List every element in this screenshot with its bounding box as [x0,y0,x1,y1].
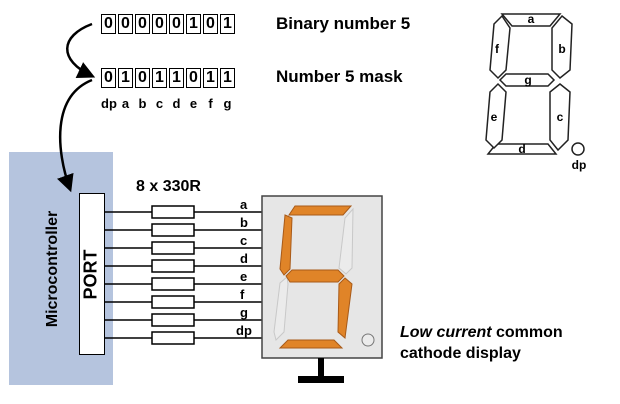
resistor [151,313,195,327]
wire-label-d: d [240,251,248,266]
ref-letter-d: d [518,142,525,156]
big-decimal-point [361,333,375,347]
binary-bit: 0 [101,14,116,34]
resistor [151,331,195,345]
ref-letter-b: b [558,42,565,56]
ref-segment-b [551,14,573,80]
resistor [151,259,195,273]
ref-segment-c [549,83,571,152]
segment-name: f [208,96,213,111]
port-block: PORT [79,193,105,355]
segment-name: g [223,96,232,111]
segment-name: a [121,96,130,111]
big-segment-g [285,269,345,283]
mask-bit: 1 [220,68,235,88]
ref-letter-dp: dp [572,158,587,172]
wire-label-b: b [240,215,248,230]
reference-digit [485,13,585,156]
ref-segment-a [500,13,562,27]
ref-letter-a: a [528,12,535,26]
display-caption: Low current common cathode display [400,322,563,364]
wire-label-a: a [240,197,248,212]
mask-bit: 0 [135,68,150,88]
resistor-array [151,205,195,345]
arrow-binary-to-mask [66,22,96,78]
big-segment-a [288,205,353,216]
mask-bit: 0 [101,68,116,88]
resistor [151,205,195,219]
segment-name: e [189,96,198,111]
ref-segment-e [485,82,507,150]
caption-rest-line1: common [491,324,563,341]
ref-segment-d [486,143,558,155]
big-segment-d [278,339,344,349]
binary-number-label: Binary number 5 [276,14,411,33]
arrow-mask-to-port [57,78,93,193]
reference-segment-letters: a b c d e f g dp [491,12,587,172]
resistor [151,295,195,309]
ref-letter-g: g [524,73,531,87]
mask-bit: 1 [118,68,133,88]
ref-segment-f [489,14,511,80]
big-segment-b [338,207,354,275]
segment-name: dp [101,96,117,111]
display-stand [298,358,344,383]
big-segment-c [337,277,353,339]
binary-bit: 0 [203,14,218,34]
wire-label-g: g [240,305,248,320]
mask-bit: 1 [203,68,218,88]
wire-label-e: e [240,269,248,284]
ref-letter-f: f [495,42,500,56]
segment-name: d [172,96,181,111]
binary-bit: 1 [186,14,201,34]
binary-number-row: 0 0 0 0 0 1 0 1 [101,14,235,34]
segment-name: c [155,96,164,111]
binary-bit: 0 [135,14,150,34]
binary-bit: 1 [220,14,235,34]
wire-label-f: f [240,287,245,302]
big-segment-f [279,214,293,276]
caption-italic: Low current [400,324,492,341]
mask-row: 0 1 0 1 1 0 1 1 [101,68,235,88]
segment-name-row: dp a b c d e f g [101,96,235,111]
ref-letter-c: c [557,110,564,124]
resistor-array-label: 8 x 330R [136,178,201,195]
ref-decimal-point [571,142,585,156]
resistor [151,241,195,255]
binary-bit: 0 [152,14,167,34]
resistor [151,277,195,291]
wire-bundle [105,211,262,339]
segment-name: b [138,96,147,111]
resistor [151,223,195,237]
mask-bit: 1 [169,68,184,88]
mask-label: Number 5 mask [276,67,403,86]
ref-letter-e: e [491,110,498,124]
binary-bit: 0 [169,14,184,34]
mask-bit: 0 [186,68,201,88]
binary-bit: 0 [118,14,133,34]
ref-segment-g [498,73,556,87]
wire-label-c: c [240,233,248,248]
caption-line2: cathode display [400,345,521,362]
mask-bit: 1 [152,68,167,88]
wire-label-dp: dp [236,323,252,338]
big-digit [273,205,375,349]
